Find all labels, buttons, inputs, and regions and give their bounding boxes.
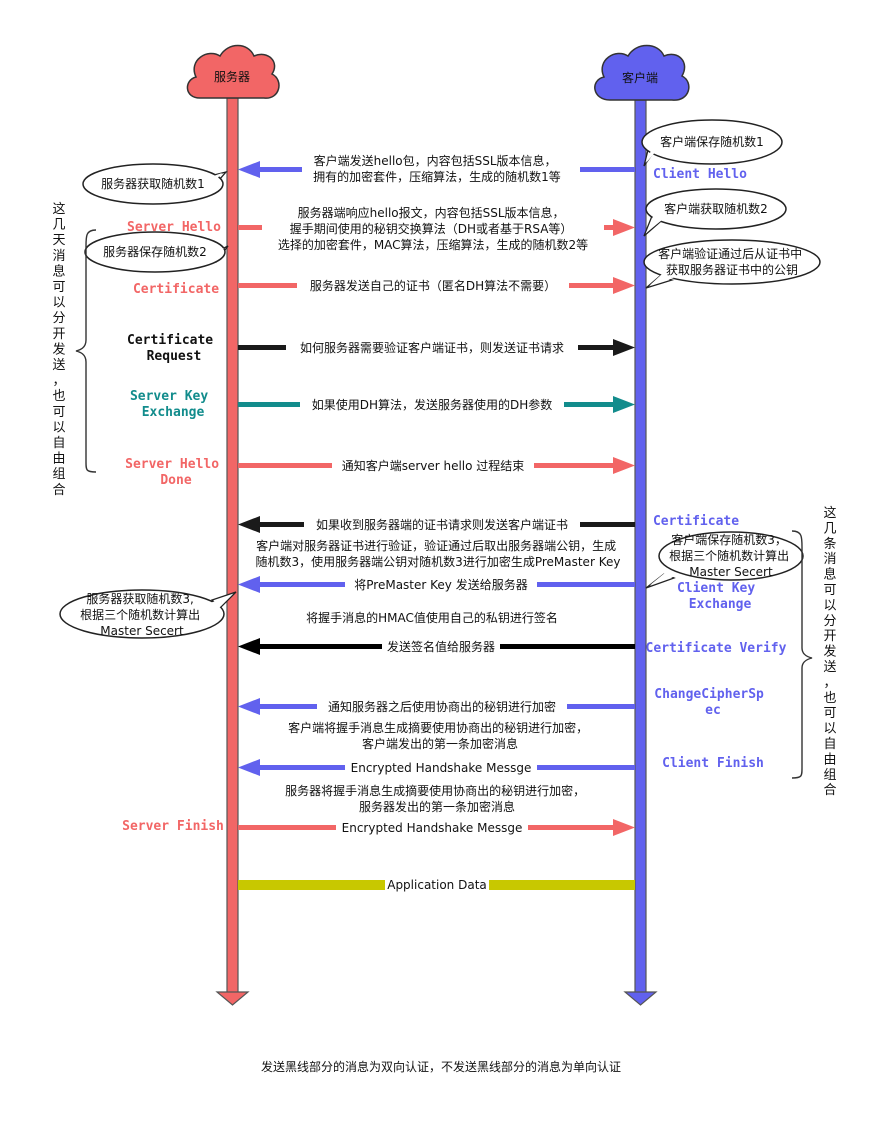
certificate-request-message: 如何服务器需要验证客户端证书，则发送证书请求 Certificate Reque… — [127, 333, 635, 364]
client-hello-message: 客户端发送hello包，内容包括SSL版本信息， 拥有的加密套件，压缩算法，生成… — [238, 152, 747, 186]
note-server-random3: 服务器获取随机数3, 根据三个随机数计算出 Master Secert — [59, 589, 237, 639]
client-key-exchange-message: 客户端对服务器证书进行验证，验证通过后取出服务器端公钥，生成 随机数3，使用服务… — [238, 538, 763, 612]
server-finish-pre: 服务器将握手消息生成摘要使用协商出的秘钥进行加密， 服务器发出的第一条加密消息 — [285, 783, 589, 814]
server-finish-desc: Encrypted Handshake Messge — [342, 821, 523, 835]
certificate-message: 服务器发送自己的证书（匿名DH算法不需要） Certificate — [133, 277, 635, 297]
certificate-label: Certificate — [133, 282, 219, 297]
note-server-random2: 服务器保存随机数2 — [84, 231, 229, 273]
client-key-exchange-pre: 客户端对服务器证书进行验证，验证通过后取出服务器端公钥，生成 随机数3，使用服务… — [256, 538, 621, 569]
client-finish-pre: 客户端将握手消息生成摘要使用协商出的秘钥进行加密， 客户端发出的第一条加密消息 — [288, 720, 592, 751]
server-key-exchange-desc: 如果使用DH算法，发送服务器使用的DH参数 — [312, 397, 553, 412]
client-hello-desc: 客户端发送hello包，内容包括SSL版本信息， 拥有的加密套件，压缩算法，生成… — [313, 153, 561, 184]
server-hello-done-label: Server Hello Done — [125, 457, 227, 488]
note-client-random1: 客户端保存随机数1 — [641, 119, 783, 167]
svg-text:客户端保存随机数1: 客户端保存随机数1 — [660, 134, 764, 149]
left-vertical-note: 这几天消息可以分开发送，也可以自由组合 — [52, 201, 65, 498]
client-finish-label: Client Finish — [662, 756, 764, 771]
svg-text:服务器保存随机数2: 服务器保存随机数2 — [103, 244, 207, 259]
certificate-request-label: Certificate Request — [127, 333, 221, 364]
client-lifeline — [623, 99, 658, 1006]
change-cipher-spec-label: ChangeCipherSp ec — [654, 687, 771, 718]
note-client-random3: 客户端保存随机数3， 根据三个随机数计算出 Master Secert — [645, 531, 804, 589]
change-cipher-spec-desc: 通知服务器之后使用协商出的秘钥进行加密 — [328, 699, 556, 714]
server-key-exchange-label: Server Key Exchange — [130, 389, 216, 420]
server-hello-done-message: 通知客户端server hello 过程结束 Server Hello Done — [125, 457, 635, 488]
change-cipher-spec-message: 通知服务器之后使用协商出的秘钥进行加密 ChangeCipherSp ec — [238, 687, 771, 718]
server-finish-message: 服务器将握手消息生成摘要使用协商出的秘钥进行加密， 服务器发出的第一条加密消息 … — [122, 783, 635, 837]
svg-text:客户端保存随机数3， 根据三个随机数计算出: 客户端保存随机数3， 根据三个随机数计算出 Master Secert — [669, 532, 793, 579]
server-hello-message: 服务器端响应hello报文，内容包括SSL版本信息， 握手期间使用的秘钥交换算法… — [127, 204, 635, 254]
client-name: 客户端 — [622, 70, 658, 85]
server-hello-desc: 服务器端响应hello报文，内容包括SSL版本信息， 握手期间使用的秘钥交换算法… — [278, 205, 588, 252]
certificate-desc: 服务器发送自己的证书（匿名DH算法不需要） — [310, 278, 556, 293]
application-data-message: Application Data — [238, 877, 635, 893]
client-finish-message: 客户端将握手消息生成摘要使用协商出的秘钥进行加密， 客户端发出的第一条加密消息 … — [238, 720, 764, 777]
client-key-exchange-label: Client Key Exchange — [677, 581, 763, 612]
server-finish-label: Server Finish — [122, 819, 224, 834]
certificate-verify-desc: 发送签名值给服务器 — [387, 639, 495, 654]
note-server-random1: 服务器获取随机数1 — [82, 163, 228, 205]
svg-text:服务器获取随机数3, 根据三个随机数计算出: 服务器获取随机数3, 根据三个随机数计算出 Master Secert — [80, 591, 204, 638]
client-hello-label: Client Hello — [653, 167, 747, 182]
svg-text:服务器获取随机数1: 服务器获取随机数1 — [101, 176, 205, 191]
svg-text:客户端验证通过后从证书中 获取服务器证书中的公钥: 客户端验证通过后从证书中 获取服务器证书中的公钥 — [658, 246, 806, 277]
note-client-pubkey: 客户端验证通过后从证书中 获取服务器证书中的公钥 — [643, 239, 821, 289]
client-finish-desc: Encrypted Handshake Messge — [351, 761, 532, 775]
server-lifeline — [215, 97, 250, 1006]
right-brace — [791, 530, 813, 779]
server-name: 服务器 — [214, 69, 250, 84]
client-certificate-desc: 如果收到服务器端的证书请求则发送客户端证书 — [316, 517, 568, 532]
certificate-verify-label: Certificate Verify — [646, 641, 787, 656]
server-key-exchange-message: 如果使用DH算法，发送服务器使用的DH参数 Server Key Exchang… — [130, 389, 635, 420]
certificate-request-desc: 如何服务器需要验证客户端证书，则发送证书请求 — [300, 340, 564, 355]
client-cloud: 客户端 — [594, 44, 690, 101]
certificate-verify-pre: 将握手消息的HMAC值使用自己的私钥进行签名 — [306, 610, 558, 625]
footer-note: 发送黑线部分的消息为双向认证，不发送黑线部分的消息为单向认证 — [261, 1059, 621, 1074]
server-hello-done-desc: 通知客户端server hello 过程结束 — [342, 458, 525, 473]
server-hello-label: Server Hello — [127, 220, 221, 235]
certificate-verify-message: 将握手消息的HMAC值使用自己的私钥进行签名 发送签名值给服务器 Certifi… — [238, 610, 787, 656]
svg-text:客户端获取随机数2: 客户端获取随机数2 — [664, 201, 768, 216]
client-certificate-label: Certificate — [653, 514, 739, 529]
application-data-desc: Application Data — [387, 878, 487, 892]
left-brace — [75, 229, 97, 473]
client-key-exchange-desc: 将PreMaster Key 发送给服务器 — [354, 577, 527, 592]
note-client-random2: 客户端获取随机数2 — [643, 188, 787, 237]
server-cloud: 服务器 — [186, 44, 280, 99]
client-certificate-message: 如果收到服务器端的证书请求则发送客户端证书 Certificate — [238, 514, 739, 534]
right-vertical-note: 这几条消息可以分开发送，也可以自由组合 — [823, 505, 836, 798]
